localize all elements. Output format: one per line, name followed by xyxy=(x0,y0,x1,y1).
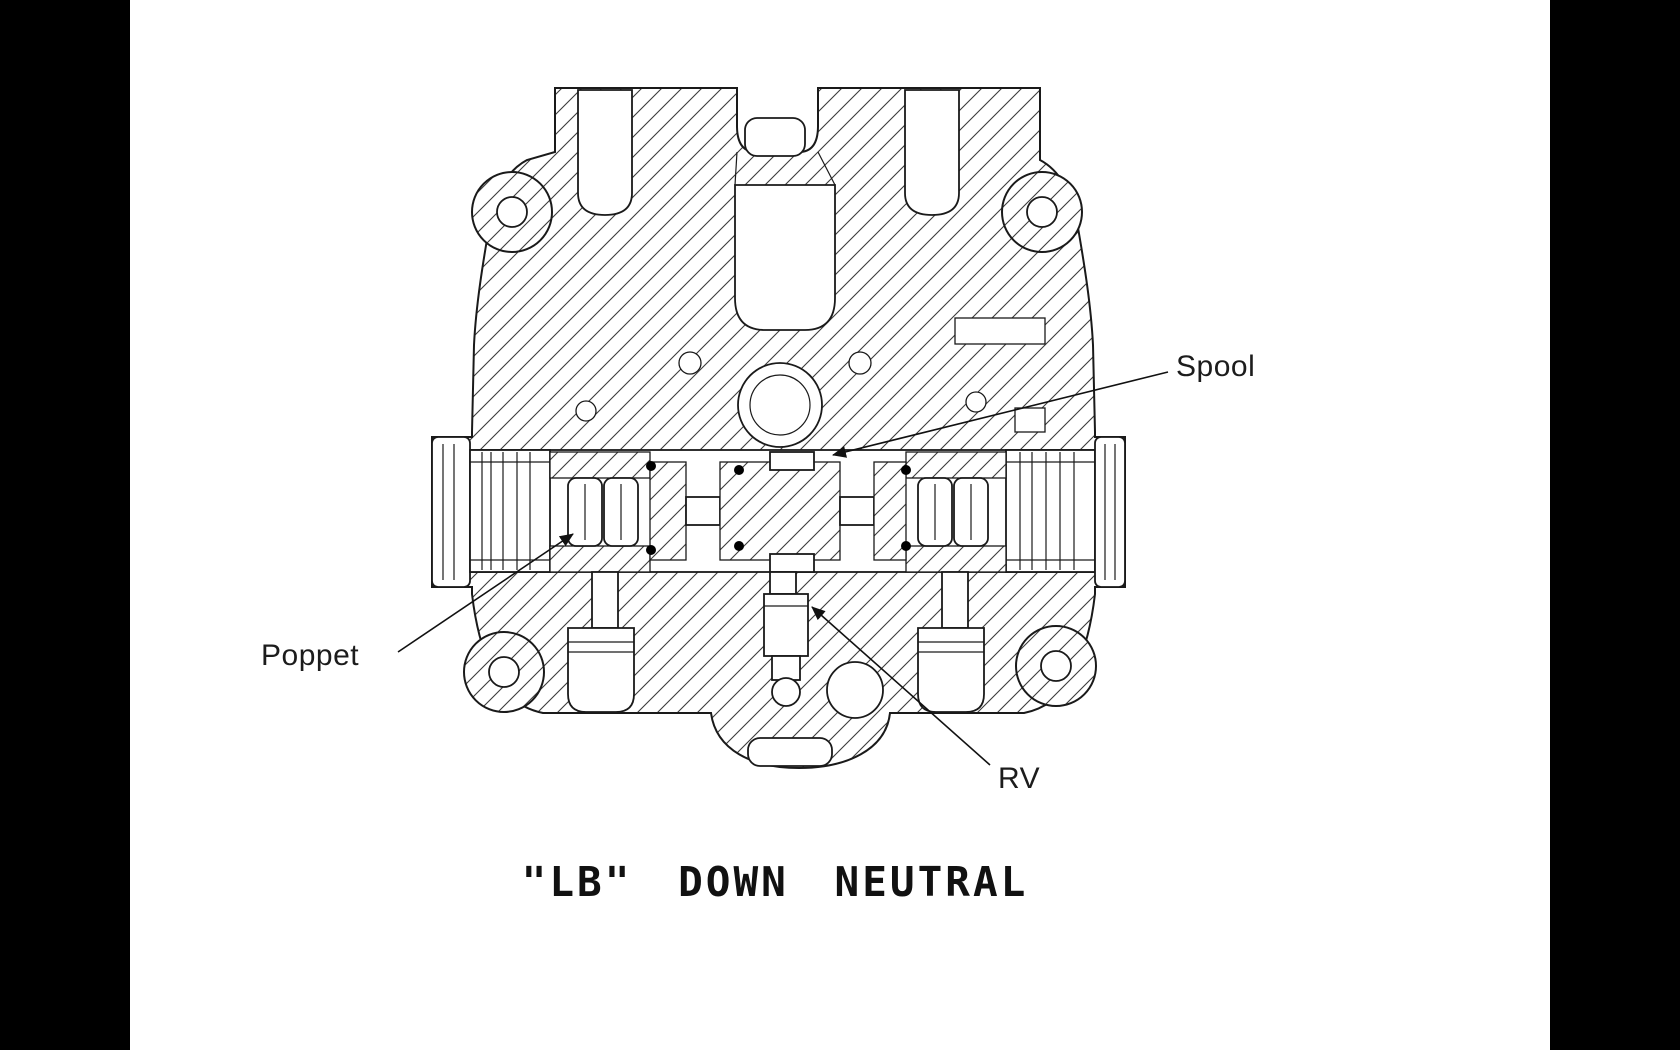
leader-lines xyxy=(397,371,1169,766)
left-cap-flange xyxy=(431,436,471,588)
channel-throat-right xyxy=(817,151,836,186)
left-poppet-cage xyxy=(549,451,651,573)
mounting-hole-top-right xyxy=(1026,196,1058,228)
left-cap-body xyxy=(469,449,551,573)
rv-head xyxy=(763,593,809,657)
right-cage-wall-top xyxy=(905,451,1007,479)
mounting-hole-top-left xyxy=(496,196,528,228)
bottom-center-tab xyxy=(747,737,833,767)
left-cage-wall-bottom xyxy=(549,545,651,573)
label-rv: RV xyxy=(998,762,1041,795)
seal-dot-2 xyxy=(646,545,656,555)
valve-cross-section-drawing xyxy=(397,87,1169,770)
central-bore-inner xyxy=(749,374,811,436)
spool-port-notch-top xyxy=(769,451,815,471)
drawing-canvas: Spool Poppet RV "LB" DOWN NEUTRAL xyxy=(130,0,1550,1050)
rv-lower-stem xyxy=(771,655,801,681)
pilot-hole-left xyxy=(678,351,702,375)
pilot-hole-right xyxy=(848,351,872,375)
right-check-cup xyxy=(917,627,985,713)
seal-dot-4 xyxy=(734,541,744,551)
seal-dot-3 xyxy=(734,465,744,475)
spool-port-notch-bottom xyxy=(769,553,815,573)
spool-neck-left xyxy=(685,496,721,526)
pilot-hole-far-right xyxy=(965,391,987,413)
channel-throat-left xyxy=(734,151,738,186)
left-check-stem xyxy=(591,571,619,629)
right-poppet-cage xyxy=(905,451,1007,573)
caption: "LB" DOWN NEUTRAL xyxy=(521,858,1029,906)
matte-border-left xyxy=(0,0,130,1050)
seal-dot-6 xyxy=(901,541,911,551)
matte-border-right xyxy=(1550,0,1680,1050)
leader-arrow-spool xyxy=(832,371,1169,458)
spool-assembly xyxy=(431,436,1126,588)
spool xyxy=(646,451,911,573)
seal-dot-5 xyxy=(901,465,911,475)
pilot-hole-far-left xyxy=(575,400,597,422)
leader-arrow-poppet xyxy=(397,533,574,653)
center-u-channel xyxy=(734,184,836,331)
right-cap-flange xyxy=(1094,436,1126,588)
left-cage-wall-top xyxy=(549,451,651,479)
rv-ball xyxy=(771,677,801,707)
spool-neck-right xyxy=(839,496,875,526)
leader-arrow-rv xyxy=(811,606,991,766)
top-left-bolt-slot xyxy=(577,89,633,216)
label-spool: Spool xyxy=(1176,350,1256,383)
bottom-passage-bore xyxy=(826,661,884,719)
rv-upper-stem xyxy=(769,571,797,595)
right-check-stem xyxy=(941,571,969,629)
mounting-hole-bottom-right xyxy=(1040,650,1072,682)
spool-land-right xyxy=(873,461,907,561)
top-notch-tab xyxy=(744,117,806,157)
spool-land-left xyxy=(649,461,687,561)
top-right-bolt-slot xyxy=(904,89,960,216)
right-gallery-slot xyxy=(954,317,1046,345)
left-check-cup xyxy=(567,627,635,713)
relief-valve xyxy=(763,571,809,707)
top-details xyxy=(577,89,960,331)
label-poppet: Poppet xyxy=(261,639,360,672)
right-cage-wall-bottom xyxy=(905,545,1007,573)
right-cap-body xyxy=(1005,449,1096,573)
seal-dot-1 xyxy=(646,461,656,471)
right-small-port xyxy=(1014,407,1046,433)
lower-assemblies xyxy=(567,571,985,767)
mounting-hole-bottom-left xyxy=(488,656,520,688)
bore-details xyxy=(575,317,1046,448)
